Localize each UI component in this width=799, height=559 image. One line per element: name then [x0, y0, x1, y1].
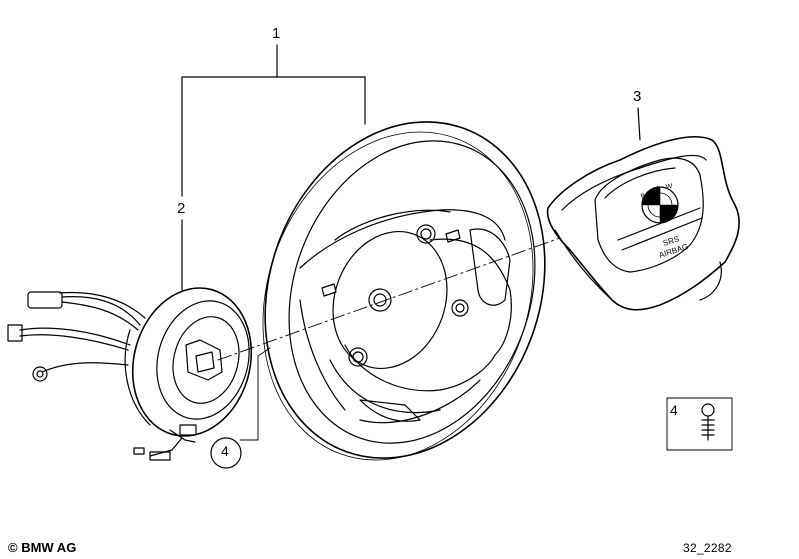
- logo-letter-m: M: [653, 186, 661, 194]
- wiring-harness: [7, 291, 146, 382]
- callout-1-label: 1: [272, 25, 281, 42]
- airbag-cover: [546, 136, 740, 311]
- logo-letter-b: B: [640, 192, 647, 200]
- logo-letter-w: W: [665, 183, 673, 191]
- drawing-number: 32_2282: [683, 541, 732, 555]
- slip-ring: [124, 287, 253, 461]
- callout-3-label: 3: [633, 88, 642, 105]
- callout-2-label: 2: [177, 200, 186, 217]
- callout-4-circle: [210, 437, 242, 469]
- callout-4-leader: [239, 347, 271, 441]
- callout-3-leader: [637, 107, 641, 141]
- callout-1-leader: [181, 44, 366, 197]
- callout-4-circle-label: 4: [221, 443, 229, 459]
- assembly-axis: [217, 237, 561, 361]
- steering-wheel: [262, 121, 546, 461]
- copyright-text: © BMW AG: [8, 540, 77, 555]
- bolt-inset-box: [666, 397, 733, 451]
- callout-4-box-label: 4: [670, 402, 678, 418]
